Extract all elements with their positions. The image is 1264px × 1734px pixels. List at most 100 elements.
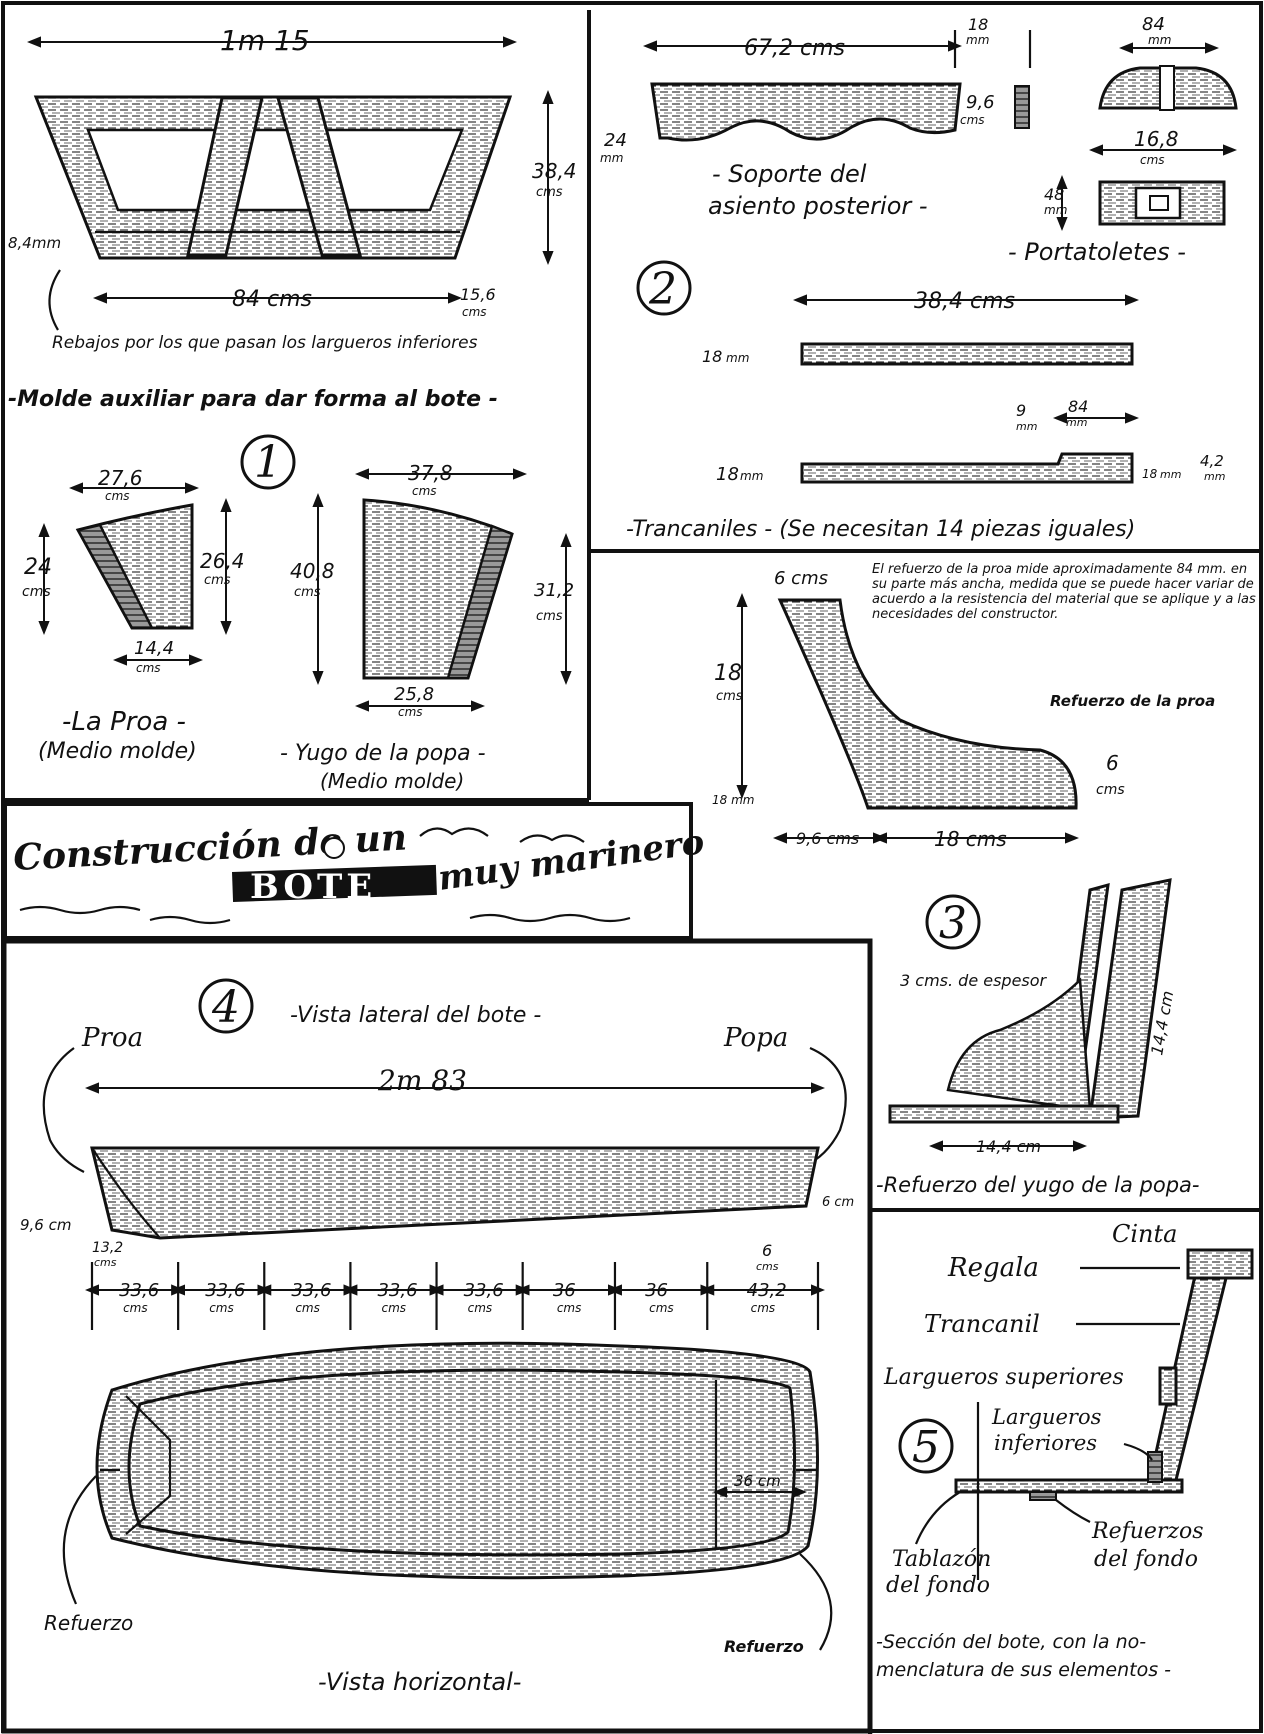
transom-thickness: 3 cms. de espesor [900, 971, 1048, 990]
transom-caption: -Refuerzo del yugo de la popa- [876, 1173, 1200, 1197]
trancanil-label: Trancanil [924, 1310, 1040, 1338]
yugo-bottom: 25,8 [394, 684, 434, 705]
oarlock-top: 84 [1142, 14, 1165, 35]
bow-ref-note-box: El refuerzo de la proa mide aproximadame… [872, 562, 1256, 622]
segment-unit: cms [295, 1301, 320, 1315]
oarlock-top-unit: mm [1148, 33, 1171, 47]
offset-left-unit: cms [94, 1256, 117, 1269]
mold-bottom-width: 84 cms [232, 287, 312, 312]
mold-side-offset: 15,6 [460, 285, 496, 304]
trancanil-b: 84 [1068, 397, 1088, 416]
mold-caption: -Molde auxiliar para dar forma al bote - [8, 387, 498, 412]
support-thick-unit: mm [966, 33, 989, 47]
segment-unit: cms [751, 1301, 776, 1315]
trancanil-e: 18 [716, 464, 739, 485]
trancanil-a-unit: mm [1016, 420, 1037, 433]
proa-caption: -La Proa - [62, 707, 186, 737]
regala-label: Regala [947, 1253, 1039, 1283]
segment-unit: cms [468, 1301, 493, 1315]
yugo-top: 37,8 [408, 461, 453, 485]
offset-right: 6 [762, 1241, 772, 1260]
panel-5-badge [898, 1418, 954, 1474]
boat-length: 2m 83 [377, 1064, 467, 1097]
panel-5: Cinta Regala Trancanil Largueros superio… [876, 1220, 1254, 1681]
proa-right-h: 26,4 [200, 549, 245, 573]
largueros-inf-label: Largueros [991, 1405, 1102, 1429]
bow-ref-note: El refuerzo de la proa mide aproximadame… [872, 562, 1256, 622]
panel-1: 1m 15 38,4 cms 84 cms 15,6 cms 8,4mm Reb… [8, 24, 577, 793]
proa-right-h-unit: cms [204, 573, 231, 588]
trancanil-length: 38,4 cms [914, 289, 1015, 314]
bow-reinforcement-drawing [777, 598, 1078, 810]
refuerzos-label-2: del fondo [1094, 1547, 1198, 1572]
panel-2: 67,2 cms 18 mm 9,6 cms 24 mm - Soporte d… [600, 14, 1238, 542]
proa-caption-2: (Medio molde) [38, 739, 197, 764]
transom-base: 14,4 cm [976, 1137, 1041, 1156]
trancanil-c-unit: mm [1204, 470, 1225, 483]
trancanil-d-unit: mm [1160, 468, 1181, 481]
largueros-inf-label-2: inferiores [994, 1431, 1097, 1455]
support-thick: 18 [968, 15, 988, 34]
bow-ref-base: 18 cms [934, 827, 1007, 851]
yugo-caption: - Yugo de la popa - [280, 741, 486, 766]
support-height: 9,6 [966, 92, 995, 113]
trancanil-thick-unit: mm [726, 351, 749, 365]
yugo-caption-2: (Medio molde) [320, 769, 464, 793]
bow-ref-top: 6 cms [774, 568, 828, 589]
oarlock-caption: - Portatoletes - [1008, 238, 1186, 266]
mold-height: 38,4 [532, 159, 577, 183]
side-right-height: 6 cm [822, 1195, 854, 1210]
trancanil-a: 9 [1016, 401, 1026, 420]
panel-5-number: 5 [912, 1422, 940, 1473]
offset-right-unit: cms [756, 1260, 779, 1273]
panel-3-number: 3 [939, 898, 967, 949]
support-height-unit: cms [960, 113, 985, 127]
support-end: 24 [604, 130, 627, 151]
plan-view-drawing [95, 1341, 819, 1580]
panel-4: 4 -Vista lateral del bote - Proa Popa 2m… [20, 978, 854, 1696]
seat-support-drawing [650, 82, 1030, 142]
oarlock-holder-drawing [1098, 65, 1238, 226]
mold-top-width: 1m 15 [220, 24, 310, 57]
bow-ref-label: Refuerzo de la proa [1050, 692, 1215, 710]
segment-value: 43,2 [747, 1280, 787, 1301]
side-view-caption: -Vista lateral del bote - [290, 1003, 541, 1028]
section-drawing [954, 1248, 1254, 1501]
plan-ref-right: Refuerzo [724, 1637, 804, 1656]
panel-4-badge [198, 978, 254, 1034]
panel-3-badge [925, 894, 981, 950]
panel-1-number: 1 [254, 437, 282, 488]
segment-value: 36 [553, 1280, 576, 1301]
transom-reinforcement-drawing [888, 878, 1172, 1124]
segment-unit: cms [209, 1301, 234, 1315]
title-boat-word: BOTE [250, 867, 376, 907]
segment-dimensions: 33,6cms33,6cms33,6cms33,6cms33,6cms36cms… [85, 1262, 825, 1330]
oarlock-height-unit: mm [1044, 203, 1067, 217]
segment-unit: cms [123, 1301, 148, 1315]
trancanil-e-unit: mm [740, 469, 763, 483]
panel-1-badge [240, 434, 296, 490]
cinta-label: Cinta [1112, 1220, 1177, 1248]
proa-left-h: 24 [24, 555, 52, 580]
proa-top: 27,6 [98, 466, 143, 490]
proa-bottom-unit: cms [136, 661, 161, 675]
segment-value: 33,6 [119, 1280, 159, 1301]
bow-ref-left: 9,6 cms [796, 829, 859, 848]
segment-value: 33,6 [464, 1280, 504, 1301]
yugo-right-h: 31,2 [534, 580, 574, 601]
support-length: 67,2 cms [744, 36, 845, 61]
trancanil-drawing [800, 342, 1134, 484]
segment-value: 33,6 [377, 1280, 417, 1301]
mold-note: Rebajos por los que pasan los largueros … [52, 333, 478, 353]
segment-unit: cms [381, 1301, 406, 1315]
yugo-left-h: 40,8 [290, 559, 335, 583]
proa-left-h-unit: cms [22, 584, 51, 600]
rower-icon [323, 837, 345, 859]
refuerzos-label: Refuerzos [1091, 1519, 1204, 1544]
title-banner: Construcción de un BOTE muy marinero [3, 802, 707, 940]
side-left-height: 9,6 cm [20, 1216, 71, 1234]
tablazon-label-2: del fondo [886, 1573, 990, 1598]
proa-label: Proa [81, 1023, 143, 1053]
proa-bottom: 14,4 [134, 638, 174, 659]
